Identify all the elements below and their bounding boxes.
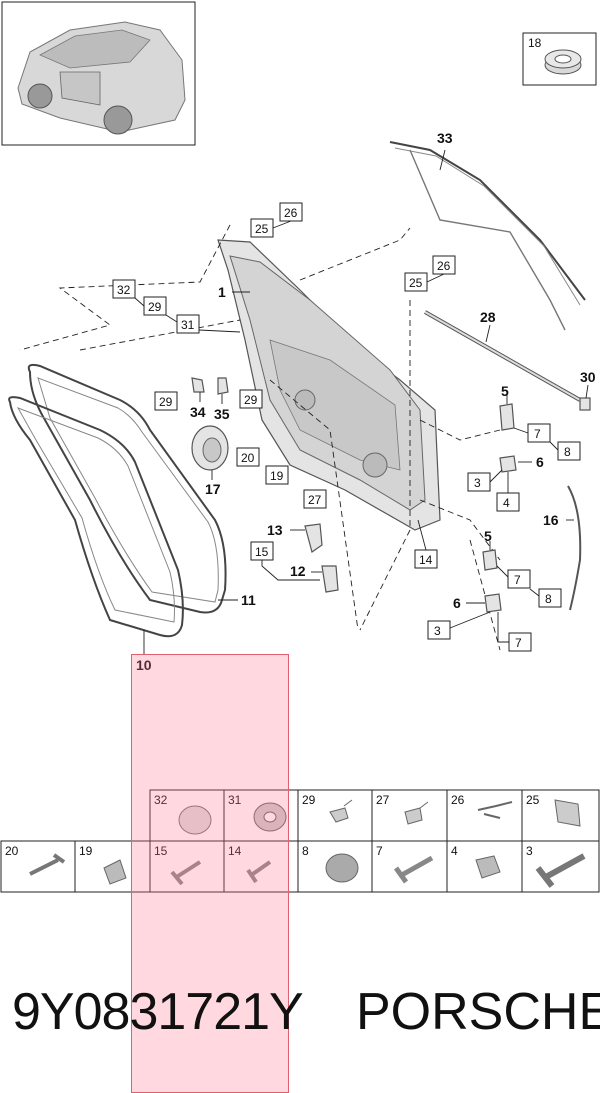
- table-cell-26: 26: [451, 793, 465, 807]
- brand-name: PORSCHE: [356, 983, 600, 1041]
- callout-33: 33: [437, 130, 453, 146]
- bolt-3-icon: [535, 853, 586, 888]
- clip-35: [217, 377, 229, 395]
- bolt-7-icon: [393, 855, 434, 884]
- speaker-17: [191, 425, 229, 471]
- bolt-20-icon: [29, 853, 66, 876]
- callout-32: 32: [117, 283, 131, 297]
- callout-18: 18: [528, 36, 542, 50]
- callout-29-top: 29: [148, 300, 162, 314]
- callout-13: 13: [267, 522, 283, 538]
- table-cell-4: 4: [451, 844, 458, 858]
- callout-16: 16: [543, 512, 559, 528]
- screw-27-icon: [404, 801, 429, 825]
- table-cell-14: 14: [228, 844, 242, 858]
- callout-7-lower: 7: [515, 636, 522, 650]
- callout-34: 34: [190, 404, 206, 420]
- nut-19-icon: [103, 859, 127, 885]
- screw-14-icon: [246, 860, 272, 884]
- callout-25-right: 25: [409, 276, 423, 290]
- callout-6-lower: 6: [453, 595, 461, 611]
- callout-30: 30: [580, 369, 596, 385]
- table-cell-8: 8: [302, 844, 309, 858]
- door-shell-1: [217, 239, 441, 531]
- callout-10: 10: [136, 657, 152, 673]
- callout-3-upper: 3: [474, 476, 481, 490]
- callout-26-right: 26: [437, 259, 451, 273]
- callout-14: 14: [419, 553, 433, 567]
- callout-3-lower: 3: [434, 624, 441, 638]
- clip-25-icon: [554, 799, 581, 827]
- door-seal-10: [8, 396, 184, 638]
- callout-26-top: 26: [284, 206, 298, 220]
- part-10-highlight: [131, 654, 289, 1093]
- hinge-upper: [499, 403, 517, 473]
- screw-29-icon: [329, 799, 353, 823]
- callout-28: 28: [480, 309, 496, 325]
- callout-4: 4: [503, 496, 510, 510]
- handle-part-13: [304, 523, 323, 553]
- callout-7-upper: 7: [534, 427, 541, 441]
- table-cell-15: 15: [154, 844, 168, 858]
- callout-5-upper: 5: [501, 383, 509, 399]
- table-cell-25: 25: [526, 793, 540, 807]
- callout-5-lower: 5: [484, 528, 492, 544]
- callout-29-mid: 29: [244, 393, 258, 407]
- callout-6-upper: 6: [536, 454, 544, 470]
- hinge-lower: [482, 549, 502, 613]
- cap-8-icon: [325, 853, 359, 883]
- part-number: 9Y0831721Y: [12, 983, 304, 1041]
- window-trim-33: [389, 141, 586, 331]
- window-channel-28: [424, 310, 581, 402]
- tape-roll-icon: [544, 49, 582, 75]
- vehicle-thumbnail-image: [17, 21, 186, 135]
- bracket-part-12: [321, 565, 339, 593]
- cap-32-icon: [178, 805, 212, 835]
- callout-20: 20: [241, 451, 255, 465]
- callout-31: 31: [181, 318, 195, 332]
- nut-4-icon: [475, 855, 501, 879]
- clip-34: [191, 377, 205, 393]
- table-cell-32: 32: [154, 793, 168, 807]
- callout-7-mid: 7: [514, 573, 521, 587]
- callout-29-left: 29: [159, 395, 173, 409]
- seal-strip-16: [567, 485, 582, 611]
- table-cell-19: 19: [79, 844, 93, 858]
- callout-27: 27: [308, 493, 322, 507]
- callout-19: 19: [270, 469, 284, 483]
- table-cell-31: 31: [228, 793, 242, 807]
- table-cell-20: 20: [5, 844, 19, 858]
- table-cell-7: 7: [376, 844, 383, 858]
- callout-1: 1: [218, 284, 226, 300]
- callout-8-upper: 8: [564, 445, 571, 459]
- callout-12: 12: [290, 563, 306, 579]
- table-cell-27: 27: [376, 793, 390, 807]
- callout-8-lower: 8: [545, 592, 552, 606]
- end-cap-30: [579, 397, 591, 411]
- fastener-table-row2: 20 19 15 14 8 7 4 3: [0, 840, 600, 893]
- table-cell-3: 3: [526, 844, 533, 858]
- screw-26-icon: [477, 801, 513, 819]
- callout-15: 15: [255, 545, 269, 559]
- callout-11: 11: [241, 592, 256, 608]
- table-cell-29: 29: [302, 793, 316, 807]
- callout-25-top: 25: [255, 222, 269, 236]
- callout-35: 35: [214, 406, 230, 422]
- screw-15-icon: [170, 860, 202, 886]
- callout-17: 17: [205, 481, 221, 497]
